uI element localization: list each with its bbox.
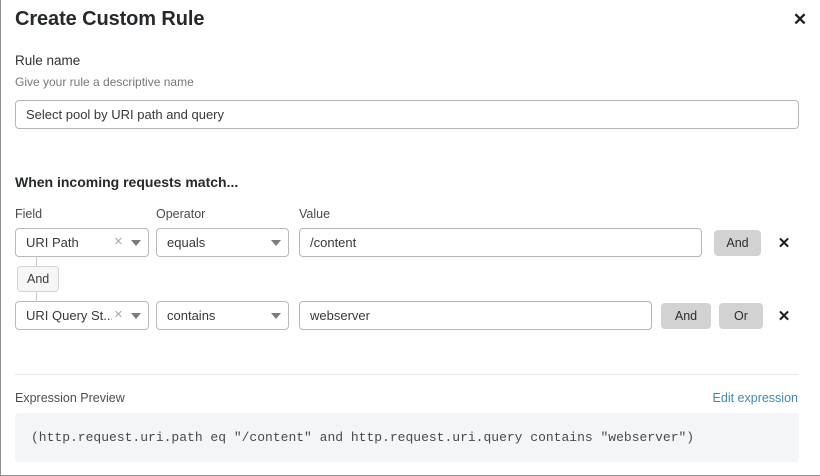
chevron-down-icon[interactable]	[271, 239, 281, 246]
edit-expression-link[interactable]: Edit expression	[712, 391, 798, 405]
and-button-row-2[interactable]: And	[661, 303, 711, 329]
field-select-value-row-2: URI Query St...	[26, 308, 112, 323]
section-divider	[15, 374, 799, 375]
chevron-down-icon[interactable]	[271, 312, 281, 319]
rule-name-label: Rule name	[15, 53, 81, 68]
group-connector-and-badge[interactable]: And	[17, 266, 60, 292]
page-title: Create Custom Rule	[15, 8, 205, 30]
field-select-row-2[interactable]: URI Query St... ✕	[15, 301, 149, 330]
chevron-down-icon[interactable]	[131, 312, 141, 319]
rule-name-help-text: Give your rule a descriptive name	[15, 75, 194, 89]
chevron-down-icon[interactable]	[131, 239, 141, 246]
connector-line-top	[36, 256, 37, 267]
clear-icon[interactable]: ✕	[113, 236, 123, 248]
column-header-field: Field	[15, 207, 43, 221]
operator-select-row-2[interactable]: contains	[156, 301, 289, 330]
operator-select-row-1[interactable]: equals	[156, 228, 289, 257]
column-header-operator: Operator	[156, 207, 206, 221]
clear-icon[interactable]: ✕	[113, 309, 123, 321]
and-button-row-1[interactable]: And	[714, 230, 761, 256]
or-button-row-2[interactable]: Or	[719, 303, 763, 329]
match-section-heading: When incoming requests match...	[15, 174, 239, 190]
close-icon[interactable]: ✕	[788, 7, 812, 31]
operator-select-value-row-2: contains	[167, 308, 216, 323]
expression-text: (http.request.uri.path eq "/content" and…	[31, 430, 695, 445]
connector-line-bottom	[36, 291, 37, 302]
rule-name-input[interactable]	[15, 100, 799, 129]
expression-preview-label: Expression Preview	[15, 391, 125, 405]
delete-row-1-icon[interactable]: ✕	[774, 232, 794, 254]
column-header-value: Value	[299, 207, 331, 221]
value-input-row-1[interactable]	[299, 228, 702, 257]
value-input-row-2[interactable]	[299, 301, 652, 330]
delete-row-2-icon[interactable]: ✕	[774, 305, 794, 327]
expression-preview-code-block: (http.request.uri.path eq "/content" and…	[15, 413, 799, 462]
field-select-value-row-1: URI Path	[26, 235, 79, 250]
field-select-row-1[interactable]: URI Path ✕	[15, 228, 149, 257]
operator-select-value-row-1: equals	[167, 235, 206, 250]
